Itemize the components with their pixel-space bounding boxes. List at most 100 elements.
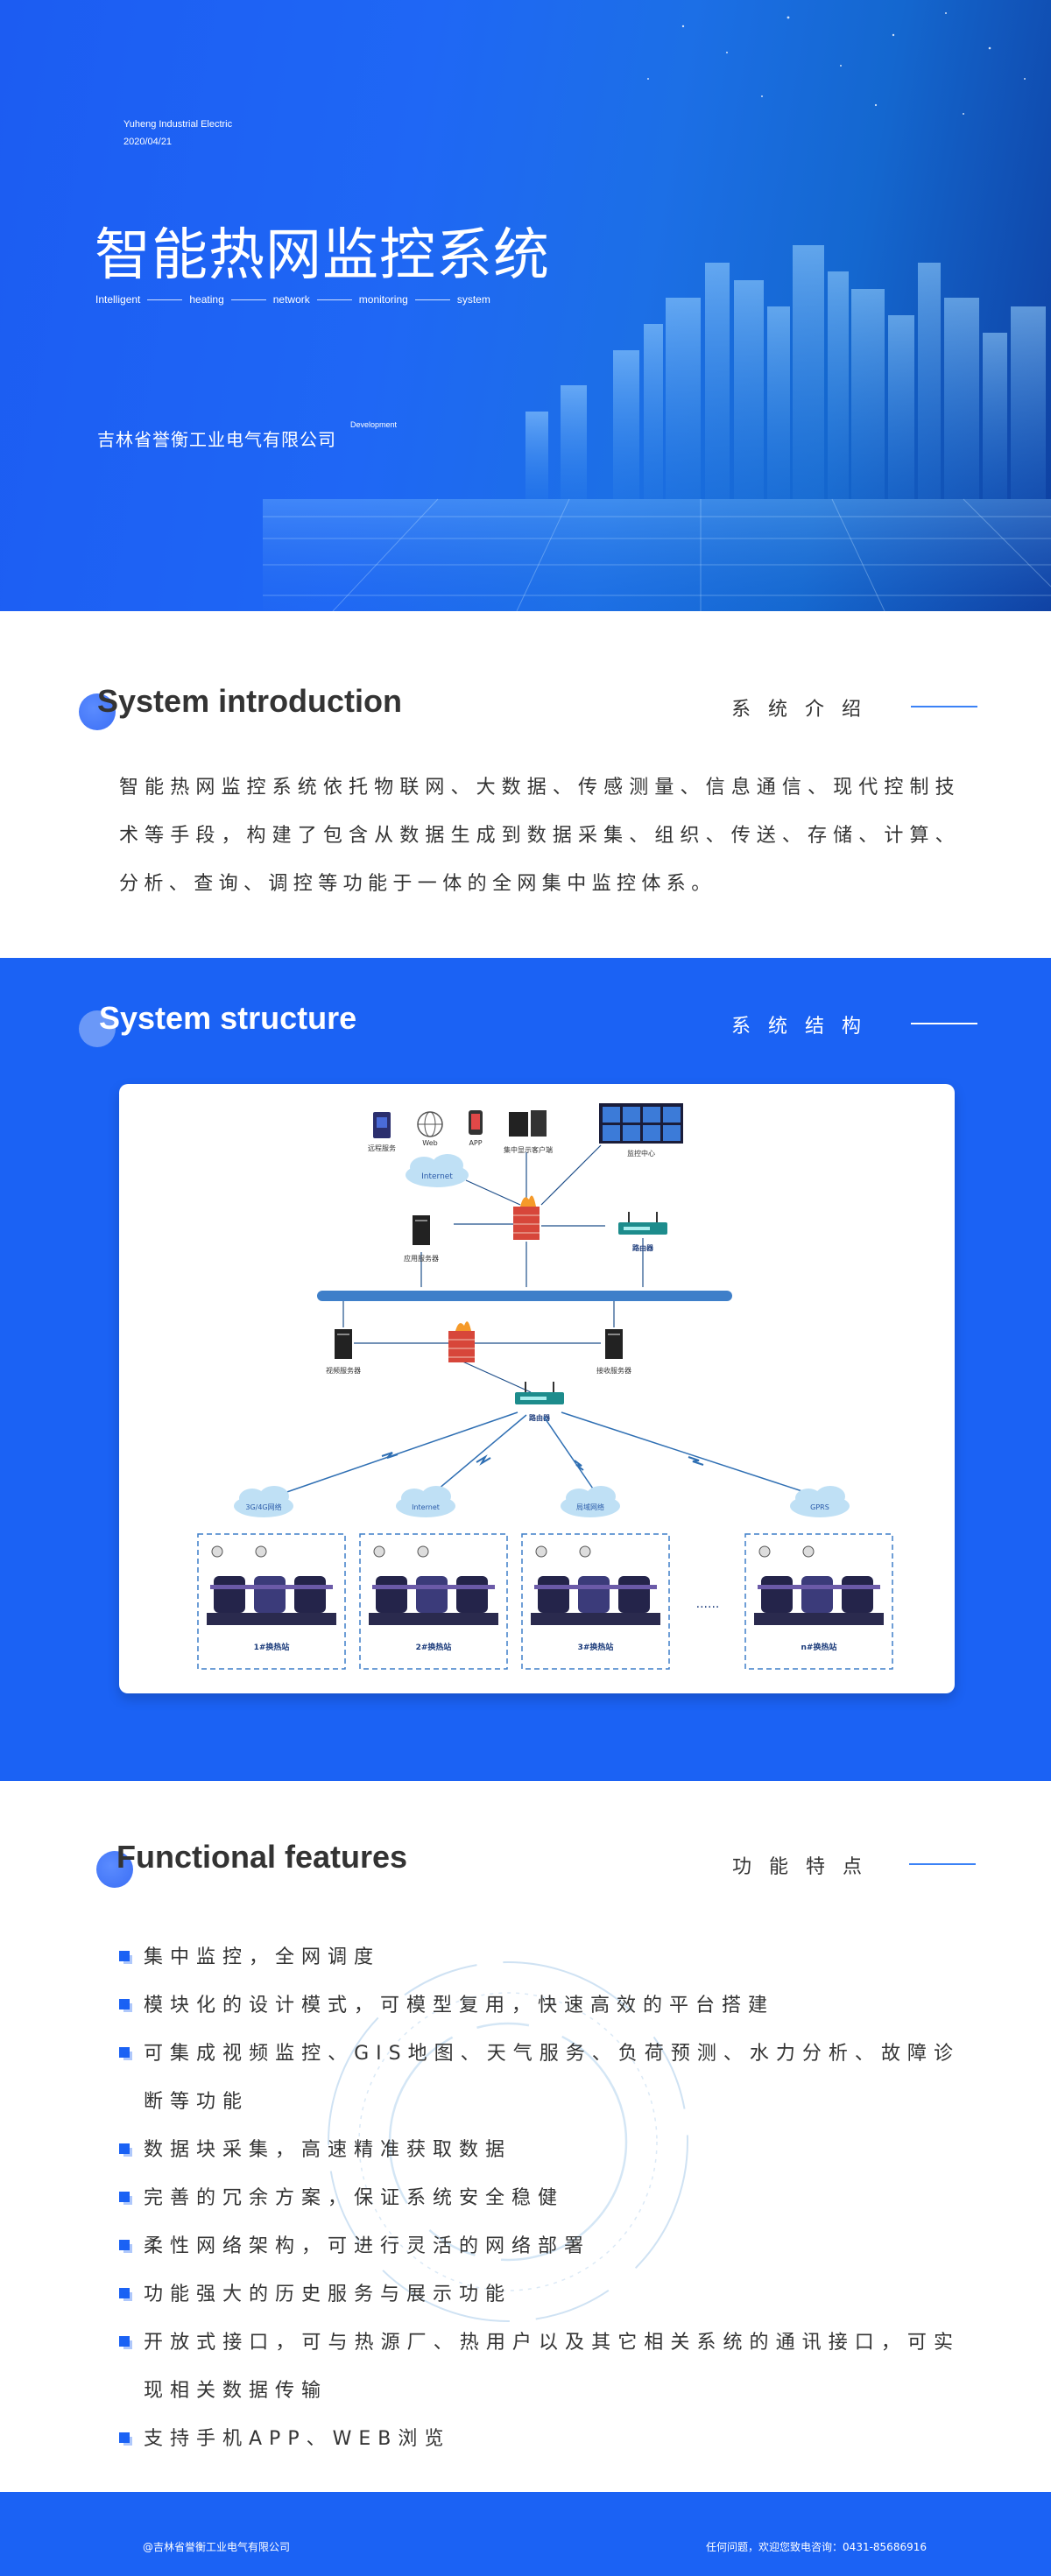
cloud-icon bbox=[406, 1154, 469, 1187]
section-dot bbox=[79, 1010, 116, 1047]
page-footer: @吉林省誉衡工业电气有限公司 任何问题，欢迎您致电咨询：0431-8568691… bbox=[0, 2492, 1051, 2576]
square-bullet-icon bbox=[119, 1951, 132, 1964]
cloud-2-label: Internet bbox=[412, 1503, 440, 1511]
more-stations-ellipsis: ...... bbox=[696, 1597, 720, 1611]
cloud-4-label: GPRS bbox=[810, 1503, 829, 1511]
station-label: 1#换热站 bbox=[254, 1642, 290, 1652]
keyword: system bbox=[456, 293, 490, 306]
client-computer-icon bbox=[509, 1110, 547, 1137]
display-client-label: 集中显示客户端 bbox=[504, 1145, 553, 1154]
heat-station-box: 2#换热站 bbox=[359, 1533, 508, 1670]
app-server-label: 应用服务器 bbox=[404, 1254, 439, 1263]
network-diagram: 远程服务 Web APP 集中显示客户端 bbox=[119, 1084, 955, 1693]
keyword: heating bbox=[189, 293, 224, 306]
section-dot bbox=[79, 693, 116, 730]
monitor-wall-icon bbox=[599, 1103, 683, 1144]
square-bullet-icon bbox=[119, 2336, 132, 2349]
section-title-en: System introduction bbox=[97, 683, 403, 719]
company-name-en: Yuheng Industrial Electric bbox=[123, 119, 233, 130]
feature-item: 数据块采集，高速精准获取数据 bbox=[119, 2126, 960, 2174]
firewall-icon bbox=[513, 1195, 540, 1240]
router-label: 路由器 bbox=[632, 1243, 654, 1252]
camera-icon bbox=[211, 1545, 223, 1558]
camera-icon bbox=[579, 1545, 591, 1558]
heat-station-box: 1#换热站 bbox=[197, 1533, 346, 1670]
section-rule bbox=[909, 1863, 976, 1865]
square-bullet-icon bbox=[119, 2047, 132, 2060]
system-structure-section: System structure 系统结构 远程服务 Web APP bbox=[0, 958, 1051, 1781]
section-header-structure: System structure 系统结构 bbox=[0, 991, 1051, 1061]
internet-cloud-label: Internet bbox=[421, 1172, 453, 1181]
server-icon bbox=[413, 1215, 430, 1245]
station-label: n#换热站 bbox=[801, 1642, 837, 1652]
section-rule bbox=[911, 706, 977, 707]
feature-item: 模块化的设计模式，可模型复用，快速高效的平台搭建 bbox=[119, 1981, 960, 2030]
page-title: 智能热网监控系统 bbox=[95, 223, 550, 288]
web-label: Web bbox=[422, 1139, 437, 1147]
router-label: 路由器 bbox=[529, 1413, 551, 1422]
square-bullet-icon bbox=[119, 2432, 132, 2446]
camera-icon bbox=[802, 1545, 815, 1558]
remote-service-icon bbox=[373, 1112, 391, 1138]
square-bullet-icon bbox=[119, 2192, 132, 2205]
decorative-circles bbox=[328, 1961, 688, 2322]
router-icon bbox=[618, 1212, 667, 1235]
camera-icon bbox=[373, 1545, 385, 1558]
cloud-1-label: 3G/4G网络 bbox=[245, 1503, 281, 1511]
section-title-cn: 系统结构 bbox=[731, 1016, 879, 1038]
title-keywords: Intelligent heating network monitoring s… bbox=[95, 291, 490, 308]
feature-item: 支持手机APP、WEB浏览 bbox=[119, 2415, 960, 2463]
cloud-icon bbox=[234, 1486, 293, 1517]
camera-icon bbox=[255, 1545, 267, 1558]
heat-station-box: 3#换热站 bbox=[521, 1533, 670, 1670]
section-rule bbox=[911, 1023, 977, 1024]
divider bbox=[147, 299, 183, 300]
keyword: monitoring bbox=[358, 293, 408, 306]
data-server-label: 接收服务器 bbox=[596, 1366, 631, 1375]
city-skyline-graphic bbox=[263, 12, 1051, 611]
feature-item: 功能强大的历史服务与展示功能 bbox=[119, 2270, 960, 2319]
section-header-introduction: System introduction 系统介绍 bbox=[0, 674, 1051, 744]
section-title-en: System structure bbox=[99, 1000, 357, 1036]
hero-banner: Yuheng Industrial Electric 2020/04/21 智能… bbox=[0, 0, 1051, 611]
cloud-3-label: 局域网络 bbox=[576, 1503, 604, 1511]
keyword: Intelligent bbox=[95, 293, 141, 306]
feature-item: 可集成视频监控、GIS地图、天气服务、负荷预测、水力分析、故障诊断等功能 bbox=[119, 2030, 960, 2126]
footer-contact: 任何问题，欢迎您致电咨询：0431-85686916 bbox=[706, 2541, 927, 2553]
section-title-cn: 系统介绍 bbox=[731, 699, 879, 721]
station-label: 3#换热站 bbox=[578, 1642, 614, 1652]
divider bbox=[414, 299, 450, 300]
development-label: Development bbox=[350, 420, 398, 429]
feature-item: 开放式接口，可与热源厂、热用户以及其它相关系统的通讯接口，可实现相关数据传输 bbox=[119, 2319, 960, 2415]
app-label: APP bbox=[469, 1139, 482, 1147]
camera-icon bbox=[535, 1545, 547, 1558]
square-bullet-icon bbox=[119, 2288, 132, 2301]
keyword: network bbox=[272, 293, 310, 306]
divider bbox=[230, 299, 266, 300]
footer-copyright: @吉林省誉衡工业电气有限公司 bbox=[143, 2541, 291, 2553]
camera-icon bbox=[417, 1545, 429, 1558]
section-dot bbox=[96, 1851, 133, 1888]
camera-icon bbox=[758, 1545, 771, 1558]
feature-item: 集中监控，全网调度 bbox=[119, 1933, 960, 1981]
company-name-cn: 吉林省誉衡工业电气有限公司 bbox=[97, 429, 336, 450]
cloud-icon bbox=[790, 1486, 850, 1517]
square-bullet-icon bbox=[119, 2240, 132, 2253]
square-bullet-icon bbox=[119, 1999, 132, 2012]
remote-service-label: 远程服务 bbox=[368, 1144, 396, 1152]
feature-item: 完善的冗余方案，保证系统安全稳健 bbox=[119, 2174, 960, 2222]
square-bullet-icon bbox=[119, 2143, 132, 2157]
network-backbone bbox=[317, 1291, 732, 1301]
cloud-icon bbox=[396, 1486, 455, 1517]
section-title-en: Functional features bbox=[116, 1839, 408, 1875]
monitor-center-label: 监控中心 bbox=[627, 1149, 655, 1158]
publish-date: 2020/04/21 bbox=[123, 137, 173, 147]
intro-paragraph: 智能热网监控系统依托物联网、大数据、传感测量、信息通信、现代控制技术等手段，构建… bbox=[119, 777, 960, 895]
cloud-icon bbox=[561, 1486, 620, 1517]
station-label: 2#换热站 bbox=[416, 1642, 452, 1652]
server-icon bbox=[605, 1329, 623, 1359]
phone-icon bbox=[469, 1110, 483, 1135]
video-server-label: 视频服务器 bbox=[326, 1366, 361, 1375]
router-icon bbox=[515, 1382, 564, 1404]
divider bbox=[316, 299, 352, 300]
